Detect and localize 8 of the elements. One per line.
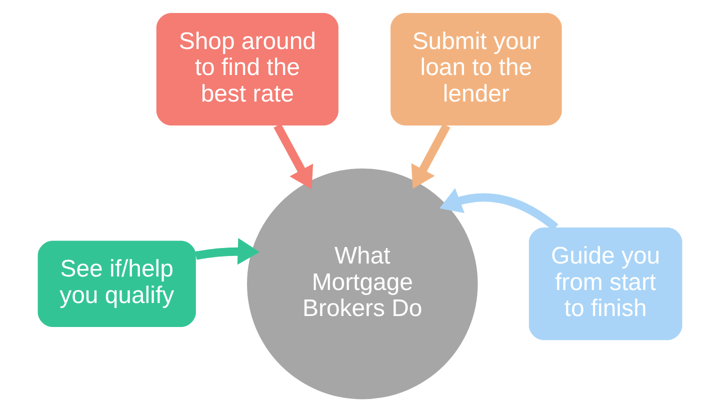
arrow bbox=[411, 124, 450, 189]
arrow bbox=[195, 238, 260, 265]
arrow bbox=[274, 124, 314, 190]
node-box: Submit your loan to the lender bbox=[390, 12, 562, 126]
node-box: Shop around to find the best rate bbox=[156, 12, 338, 126]
node-box: Guide you from start to finish bbox=[528, 228, 682, 340]
node-circle: What Mortgage Brokers Do bbox=[247, 168, 478, 400]
node-box: See if/help you qualify bbox=[38, 240, 196, 327]
